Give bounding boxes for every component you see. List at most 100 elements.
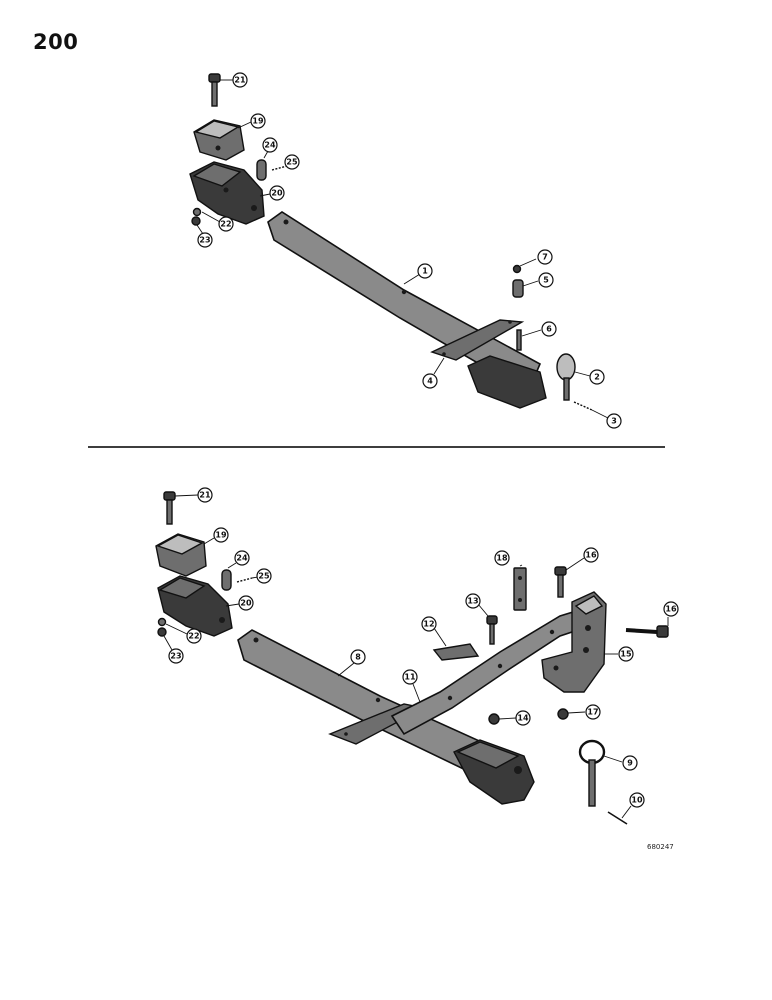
bolt-16-vertical (554, 566, 567, 598)
svg-text:12: 12 (423, 620, 434, 629)
svg-text:3: 3 (611, 417, 617, 426)
bracket-20-top (189, 161, 265, 225)
washer-22-top (192, 207, 202, 217)
svg-text:24: 24 (264, 141, 276, 150)
svg-text:21: 21 (199, 491, 211, 500)
callout-25-top: 25 (284, 154, 300, 170)
svg-text:23: 23 (199, 236, 210, 245)
nut-23-bottom (157, 627, 167, 637)
hitch-pin-2 (556, 353, 576, 401)
svg-text:6: 6 (546, 325, 552, 334)
callout-14: 14 (515, 710, 531, 726)
callouts: 21 19 24 25 20 22 23 1 7 5 6 2 3 (163, 72, 679, 819)
callout-11: 11 (402, 669, 418, 685)
callout-18: 18 (494, 550, 510, 566)
callout-6: 6 (541, 321, 557, 337)
nut-14 (488, 713, 500, 725)
callout-9: 9 (622, 755, 638, 771)
page-number: 200 (33, 30, 79, 54)
svg-text:16: 16 (585, 551, 597, 560)
bracket-20-bottom (157, 575, 233, 637)
callout-22-top: 22 (218, 216, 234, 232)
callout-5: 5 (538, 272, 554, 288)
cotter-10 (607, 811, 628, 825)
bolt-16-horizontal (625, 625, 669, 638)
clevis-underside-top (467, 355, 547, 409)
callout-24-top: 24 (262, 137, 278, 153)
svg-text:7: 7 (542, 253, 548, 262)
nut-23-top (191, 216, 201, 226)
svg-text:19: 19 (215, 531, 227, 540)
svg-text:9: 9 (627, 759, 633, 768)
svg-text:18: 18 (496, 554, 508, 563)
svg-text:22: 22 (188, 632, 199, 641)
svg-text:15: 15 (620, 650, 632, 659)
cotter-3 (573, 401, 593, 411)
callout-2: 2 (589, 369, 605, 385)
callout-19-top: 19 (250, 113, 266, 129)
svg-text:17: 17 (587, 708, 598, 717)
bottom-assembly (155, 491, 669, 825)
svg-text:14: 14 (517, 714, 529, 723)
cotter-25-top (271, 165, 288, 171)
svg-text:23: 23 (170, 652, 181, 661)
pin-24-bottom (221, 569, 232, 591)
svg-text:22: 22 (220, 220, 231, 229)
callout-22-bottom: 22 (186, 628, 202, 644)
callout-13: 13 (465, 593, 481, 609)
bolt-21-top (208, 73, 221, 107)
svg-text:19: 19 (252, 117, 264, 126)
support-plate-4 (430, 319, 525, 361)
svg-text:4: 4 (427, 377, 433, 386)
callout-24-bottom: 24 (234, 550, 250, 566)
bolt-13 (486, 615, 498, 645)
callout-21-top: 21 (232, 72, 248, 88)
svg-text:20: 20 (271, 189, 283, 198)
svg-text:16: 16 (665, 605, 677, 614)
clamp-cap-19-top (193, 119, 245, 161)
spacer-5 (512, 279, 524, 298)
nut-17 (557, 708, 569, 720)
callout-16-side-bolt: 16 (663, 601, 679, 617)
callout-8: 8 (350, 649, 366, 665)
wear-plate-12 (432, 643, 480, 661)
svg-text:25: 25 (286, 158, 298, 167)
bolt-6 (516, 329, 522, 351)
callout-17: 17 (585, 704, 601, 720)
drawing-number: 680247 (647, 843, 674, 851)
callout-12: 12 (421, 616, 437, 632)
callout-20-top: 20 (269, 185, 285, 201)
callout-25-bottom: 25 (256, 568, 272, 584)
callout-16-top-bolt: 16 (583, 547, 599, 563)
callout-15: 15 (618, 646, 634, 662)
callout-23-bottom: 23 (168, 648, 184, 664)
cotter-25-bottom (236, 577, 253, 583)
callout-4: 4 (422, 373, 438, 389)
callout-20-bottom: 20 (238, 595, 254, 611)
callout-21-bottom: 21 (197, 487, 213, 503)
svg-text:8: 8 (355, 653, 361, 662)
plate-18 (513, 567, 527, 611)
svg-text:13: 13 (467, 597, 478, 606)
nut-7 (512, 264, 522, 274)
callout-10: 10 (629, 792, 645, 808)
svg-text:24: 24 (236, 554, 248, 563)
pin-24-top (256, 159, 267, 181)
svg-text:25: 25 (258, 572, 270, 581)
svg-text:2: 2 (594, 373, 600, 382)
callout-23-top: 23 (197, 232, 213, 248)
svg-text:20: 20 (240, 599, 252, 608)
bolt-21-bottom (163, 491, 176, 525)
clevis-end-bottom (453, 739, 535, 805)
callout-19-bottom: 19 (213, 527, 229, 543)
svg-text:11: 11 (404, 673, 416, 682)
washer-22-bottom (157, 617, 167, 627)
callout-3: 3 (606, 413, 622, 429)
svg-text:1: 1 (422, 267, 428, 276)
top-assembly (189, 73, 593, 411)
callout-1: 1 (417, 263, 433, 279)
clamp-cap-19-bottom (155, 533, 207, 577)
callout-7: 7 (537, 249, 553, 265)
